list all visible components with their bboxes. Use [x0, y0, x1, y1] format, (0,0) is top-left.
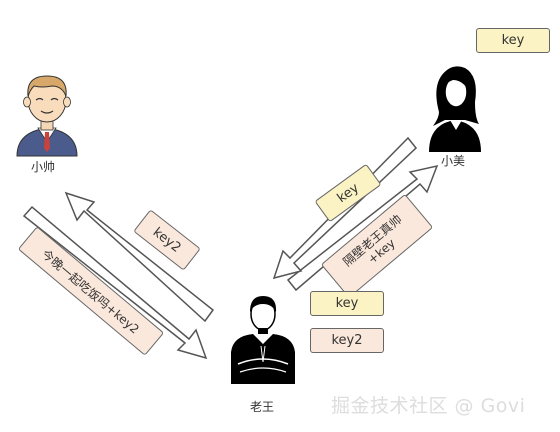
xiaomei-silhouette-icon	[429, 66, 481, 152]
laowang-key-box: key	[310, 291, 384, 316]
xiaoshuai-avatar-icon	[16, 75, 78, 157]
arrow-xiaoshuai-to-laowang	[22, 205, 208, 360]
watermark-text: 掘金技术社区 @ Govi	[331, 395, 526, 417]
arrow-laowang-to-xiaoshuai	[64, 191, 215, 323]
xiaoshuai-name-label: 小帅	[31, 160, 56, 174]
laowang-name-label: 老王	[250, 400, 275, 414]
laowang-silhouette-icon	[231, 296, 295, 384]
xiaomei-name-label: 小美	[441, 154, 466, 168]
top-right-key-box: key	[476, 28, 550, 53]
laowang-key2-box: key2	[310, 328, 384, 353]
